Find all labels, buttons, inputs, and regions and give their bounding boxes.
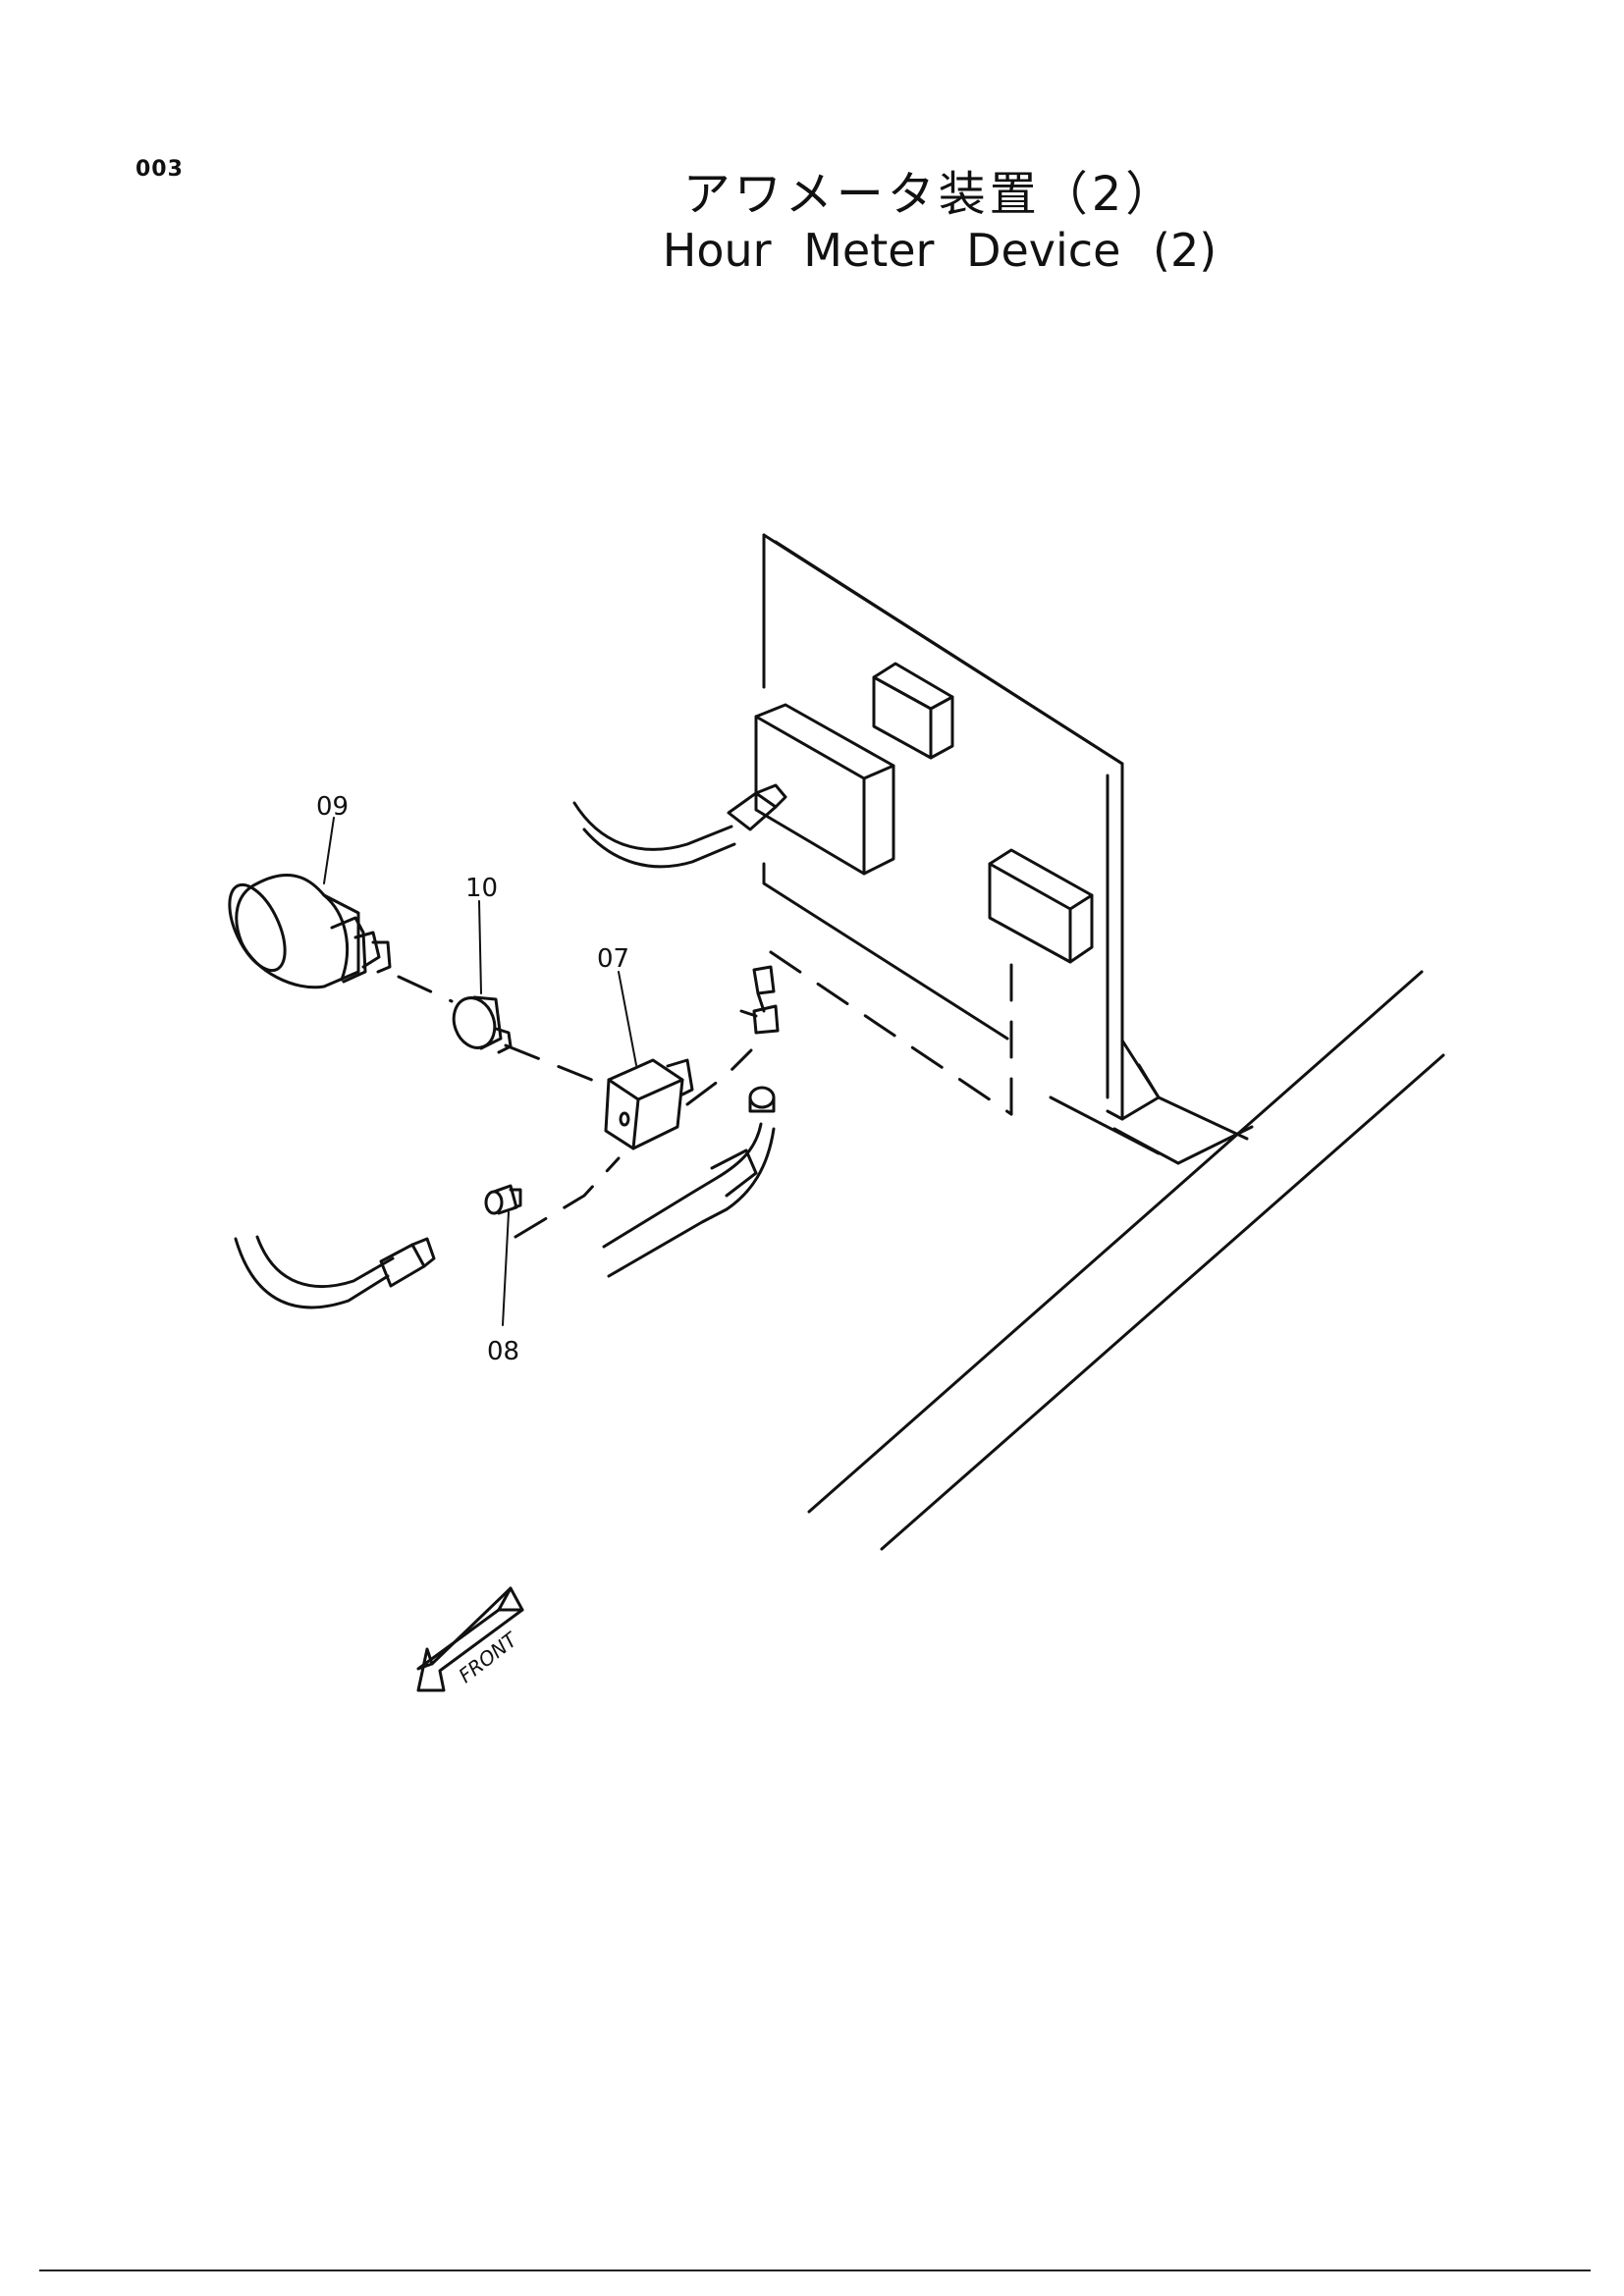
page-code: 003 [135,157,184,182]
page-title-japanese: アワメータ装置（2） [682,167,1177,222]
part-07-adapter [604,1058,694,1150]
page-title-english: Hour Meter Device (2) [662,224,1218,277]
mounting-panel [762,533,1249,1165]
callout-leaders [323,817,637,1326]
tee-fitting [739,965,780,1113]
front-arrow-icon [416,1586,524,1692]
callout-09: 09 [316,792,349,822]
part-08-fitting [484,1184,522,1215]
bottom-rule [39,2269,1591,2271]
hose-lower-right [602,1122,776,1278]
leader-lines [397,950,1013,1239]
box-right [988,848,1094,964]
callout-10: 10 [465,874,498,903]
part-09-hour-meter [228,874,392,989]
box-small-upper [872,662,954,760]
callout-08: 08 [487,1337,519,1366]
box-large [754,703,895,876]
base-frame-rails [807,970,1445,1551]
part-10-nut [452,995,513,1054]
hose-lower-left [234,1235,436,1309]
cable-upper [572,783,787,869]
callout-07: 07 [597,944,629,974]
